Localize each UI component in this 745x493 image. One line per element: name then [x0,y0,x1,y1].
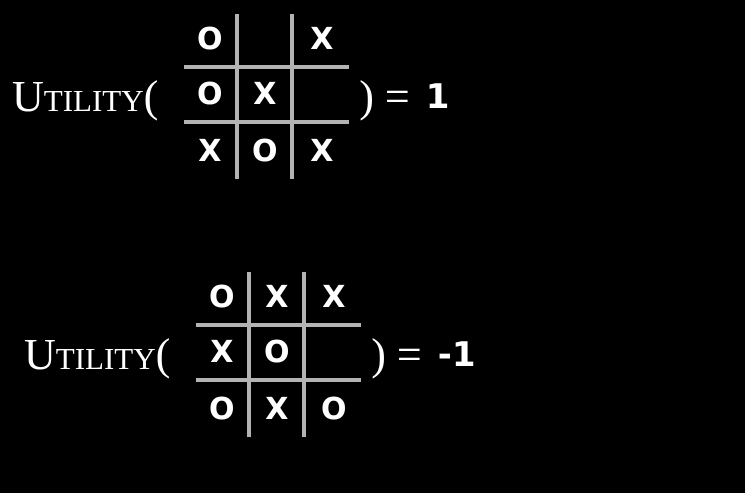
board-cell [306,327,362,382]
close-paren-equals: ) = [371,329,422,379]
board-cell: X [310,134,334,169]
close-paren-equals: ) = [359,71,410,121]
utility-value: 1 [425,76,450,117]
tic-tac-toe-board: O X X X O O X O [196,272,362,437]
board-cell: X [306,272,362,327]
board-cell: X [239,69,295,124]
board-cell: O [196,272,252,327]
board-cell: X [251,272,307,327]
board-cell: O [321,392,347,427]
utility-expression-2: Utility( O X X X O O X O ) = -1 [24,272,476,437]
utility-function-label: Utility( [12,71,159,121]
board-cell: X [196,327,252,382]
tic-tac-toe-board: O X O X X O X [184,14,350,179]
board-cell: O [251,327,307,382]
utility-value: -1 [437,334,476,375]
board-cell [239,14,295,69]
board-cell: O [239,124,295,179]
board-cell: X [251,382,307,437]
board-cell: X [294,14,350,69]
utility-expression-1: Utility( O X O X X O X ) = 1 [12,14,449,179]
utility-function-label: Utility( [24,329,171,379]
board-cell: O [184,69,240,124]
board-cell: O [184,14,240,69]
board-cell: O [196,382,252,437]
board-cell: X [184,124,240,179]
board-cell [294,69,350,124]
